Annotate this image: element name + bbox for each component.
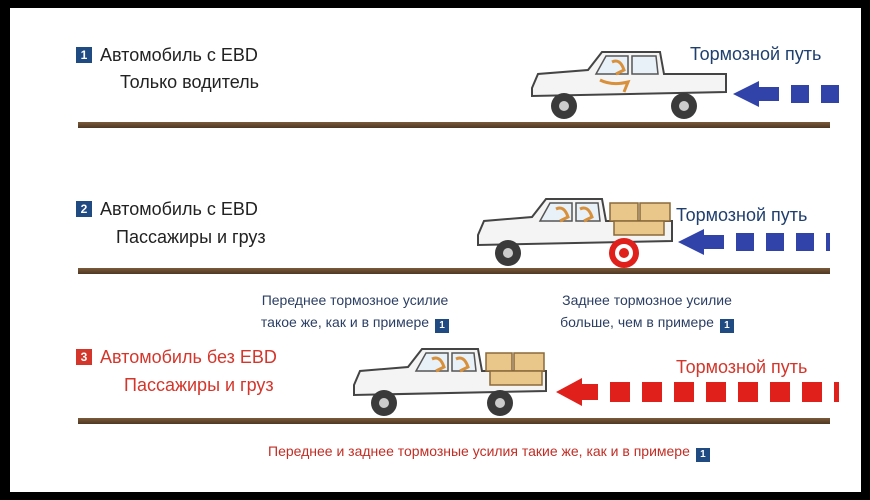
row2-braking-distance-label: Тормозной путь — [676, 205, 808, 225]
row3-number-badge: 3 — [76, 349, 92, 365]
row3-force-note-text: Переднее и заднее тормозные усилия такие… — [268, 443, 690, 459]
row3-braking-distance-label: Тормозной путь — [676, 357, 808, 377]
row1-number-badge: 1 — [76, 47, 92, 63]
front-force-note: Переднее тормозное усилие такое же, как … — [220, 289, 490, 333]
front-note-ref-badge: 1 — [435, 319, 450, 333]
front-force-note-line1: Переднее тормозное усилие — [261, 292, 449, 308]
row3-force-note: Переднее и заднее тормозные усилия такие… — [268, 440, 710, 462]
row1-title: 1 Автомобиль с EBD — [76, 44, 258, 67]
row2-title-line1: Автомобиль с EBD — [100, 199, 258, 219]
pickup-truck-2 — [477, 198, 673, 268]
row1-title-line1: Автомобиль с EBD — [100, 45, 258, 65]
rear-force-note-line1: Заднее тормозное усилие — [562, 292, 732, 308]
row3-braking-arrow — [556, 378, 839, 406]
row2-number-badge: 2 — [76, 201, 92, 217]
row1-braking-arrow — [733, 81, 839, 107]
row2-subtitle: Пассажиры и груз — [116, 227, 266, 247]
row2-braking-arrow — [678, 229, 830, 255]
rear-note-ref-badge: 1 — [719, 319, 734, 333]
row3-title-line1: Автомобиль без EBD — [100, 347, 277, 367]
rear-force-note-line2: больше, чем в примере — [560, 314, 714, 330]
road-row2 — [78, 268, 830, 274]
row2-title: 2 Автомобиль с EBD — [76, 198, 258, 221]
front-force-note-line2: такое же, как и в примере — [260, 314, 430, 330]
row3-note-ref-badge: 1 — [695, 448, 710, 462]
road-row3 — [78, 418, 830, 424]
road-row1 — [78, 122, 830, 128]
rear-force-note: Заднее тормозное усилие больше, чем в пр… — [522, 289, 772, 333]
pickup-truck-1 — [531, 51, 727, 119]
row3-title: 3 Автомобиль без EBD — [76, 346, 277, 369]
row1-braking-distance-label: Тормозной путь — [690, 44, 822, 64]
row1-subtitle: Только водитель — [120, 72, 260, 92]
row3-subtitle: Пассажиры и груз — [124, 375, 274, 395]
pickup-truck-3 — [353, 348, 547, 416]
